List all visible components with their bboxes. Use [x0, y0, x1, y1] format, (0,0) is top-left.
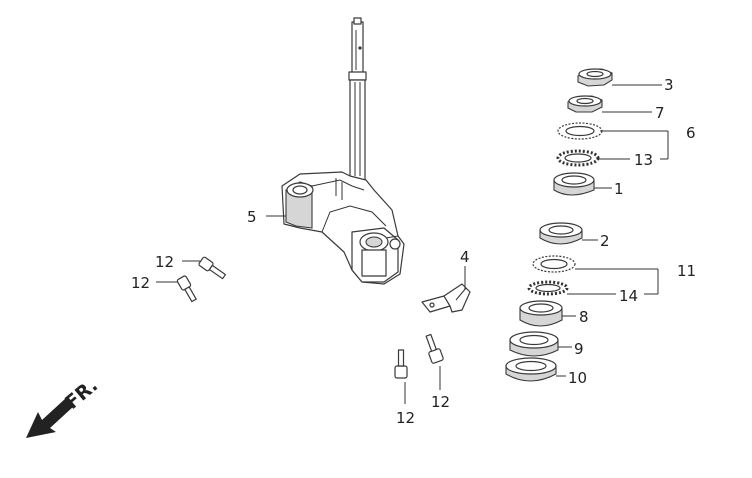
callout-14: 14: [619, 287, 638, 305]
bolt-12-b: [176, 275, 197, 303]
steel-balls-14: [527, 280, 569, 296]
lock-nut-3: [577, 68, 613, 87]
steel-balls-13: [556, 149, 600, 167]
leader-lines: [156, 84, 669, 404]
dust-seal-9: [509, 331, 559, 357]
cable-clip-4: [421, 283, 471, 313]
callout-6: 6: [686, 124, 696, 142]
dust-cover-10: [505, 357, 557, 382]
callout-9: 9: [574, 340, 584, 358]
bearing-race-11: [532, 255, 576, 273]
steering-stem: [281, 17, 405, 285]
bottom-cone-race-2: [539, 222, 583, 245]
callout-5: 5: [247, 208, 257, 226]
callout-8: 8: [579, 308, 589, 326]
callout-12-b: 12: [131, 274, 150, 292]
bolt-12-c: [394, 349, 408, 379]
callout-10: 10: [568, 369, 587, 387]
callout-labels: 3 7 6 13 1 2 11 14 8 9 10 5 4 12 12 12 1…: [131, 76, 696, 427]
callout-12-d: 12: [431, 393, 450, 411]
bearing-race-6: [557, 122, 603, 140]
callout-11: 11: [677, 262, 696, 280]
direction-arrow-icon: [26, 398, 74, 438]
callout-3: 3: [664, 76, 674, 94]
callout-1: 1: [614, 180, 624, 198]
lock-washer-7: [567, 95, 603, 113]
callout-2: 2: [600, 232, 610, 250]
callout-12-a: 12: [155, 253, 174, 271]
callout-12-c: 12: [396, 409, 415, 427]
top-cone-race-1: [553, 172, 595, 196]
bolt-12-a: [198, 256, 227, 280]
bolt-12-d: [425, 333, 444, 364]
front-direction-indicator: FR.: [26, 374, 102, 438]
callout-4: 4: [460, 248, 470, 266]
callout-7: 7: [655, 104, 665, 122]
callout-13: 13: [634, 151, 653, 169]
bottom-cone-8: [519, 300, 563, 327]
